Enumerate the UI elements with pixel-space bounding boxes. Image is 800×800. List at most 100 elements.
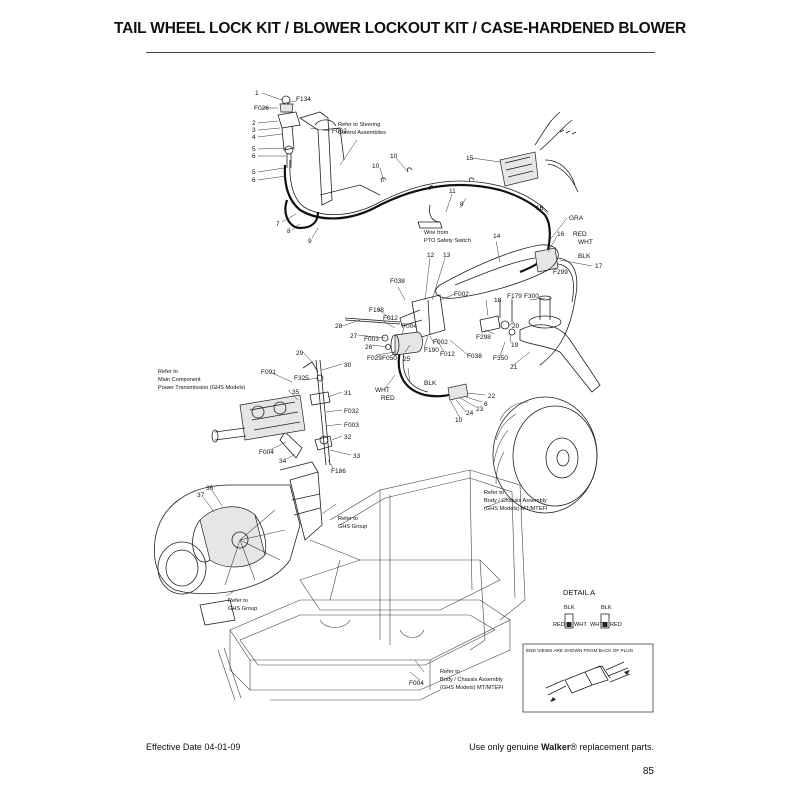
end-views-frame (522, 643, 654, 713)
callout: 26 (365, 344, 373, 351)
title-rule (146, 52, 655, 53)
callout: 12 (427, 252, 435, 259)
detail-a-red-left: RED (553, 622, 565, 628)
detail-a-title: DETAIL A (563, 588, 595, 597)
callout: F299 (553, 269, 568, 276)
note-ghs2-line2: GHS Group (228, 606, 257, 612)
callout: 32 (344, 434, 352, 441)
callout: 35 (292, 389, 300, 396)
note-chassis2-line2: Body / Chassis Assembly (440, 677, 503, 683)
callout: 6 (252, 153, 256, 160)
footer-prefix: Use only genuine (469, 742, 542, 752)
callout: F350 (493, 355, 508, 362)
callout: F012 (440, 351, 455, 358)
callout: 36 (206, 485, 214, 492)
detail-a-wht-left: WHT (574, 622, 587, 628)
end-views-wire-left (545, 679, 567, 696)
chassis-frame-drawing (217, 469, 526, 701)
callout: F134 (296, 96, 311, 103)
blower-lockout-drawing (211, 359, 333, 466)
callout: F091 (261, 369, 276, 376)
callout: 37 (197, 492, 205, 499)
end-views-box: END VIEWS ARE SHOWN FROM BACK OF PLUG (522, 643, 654, 713)
note-steering-line1: Refer to Steering (338, 122, 380, 128)
wire-harness-drawing (283, 111, 579, 401)
callout: F038 (390, 278, 405, 285)
callout: GRA (569, 215, 584, 222)
end-views-plug-drawing (564, 665, 611, 694)
callout: 31 (344, 390, 352, 397)
detail-a-plug-right-inner (602, 622, 608, 627)
note-chassis2-line3: (GHS Models) MT/MTEFI (440, 685, 504, 691)
switch-assembly-drawing (277, 95, 475, 206)
callout: 6 (484, 401, 488, 408)
callout: 24 (466, 410, 474, 417)
detail-a-plug-right (600, 613, 610, 629)
callout: 14 (493, 233, 501, 240)
footer-brand: Walker (541, 742, 571, 752)
callout: 2 (252, 120, 256, 127)
callout: RED (573, 231, 587, 238)
note-maincomp-line2: Main Component (158, 377, 201, 383)
callout: 1 (255, 90, 259, 97)
effective-date: Effective Date 04-01-09 (146, 742, 241, 752)
callout: WHT (375, 387, 390, 394)
callout: 17 (595, 263, 603, 270)
callout: 33 (353, 453, 361, 460)
page-title: TAIL WHEEL LOCK KIT / BLOWER LOCKOUT KIT… (113, 20, 687, 37)
callout: F186 (331, 468, 346, 475)
callout: F002 (332, 128, 347, 135)
callout: F050 (382, 355, 397, 362)
note-chassis1-line1: Refer to (484, 490, 504, 496)
callout: 20 (512, 323, 520, 330)
callout: F325 (294, 375, 309, 382)
page-number: 85 (642, 766, 654, 777)
callout: F198 (369, 307, 384, 314)
tail-wheel-drawing (492, 396, 598, 514)
callout: 16 (557, 231, 565, 238)
note-chassis2-line1: Refer to (440, 669, 460, 675)
callout: 10 (372, 163, 380, 170)
note-chassis1-line3: (GHS Models) MT/MTEFI (484, 506, 548, 512)
end-views-arrow-right (624, 670, 630, 675)
end-views-wire-right (605, 661, 631, 683)
detail-a-blk-right: BLK (601, 605, 612, 611)
reference-notes: Refer to Steering Control Assemblies Wir… (158, 122, 548, 691)
callout: 15 (466, 155, 474, 162)
callout: 34 (279, 458, 287, 465)
callout: 10 (390, 153, 398, 160)
callout: 5 (252, 169, 256, 176)
callout: 23 (476, 406, 484, 413)
callout: 30 (344, 362, 352, 369)
callout-labels: 1 F134 F026 2 3 4 5 6 5 6 F002 7 8 9 10 … (197, 90, 603, 687)
callout: F003 (364, 336, 379, 343)
callout: 27 (350, 333, 358, 340)
callout: F012 (383, 315, 398, 322)
callout: 9 (308, 238, 312, 245)
callout: 3 (252, 127, 256, 134)
detail-a-plug-left (564, 613, 574, 629)
end-views-label: END VIEWS ARE SHOWN FROM BACK OF PLUG (526, 648, 634, 653)
callout: BLK (578, 253, 591, 260)
note-maincomp-line3: Power Transmission (GHS Models) (158, 385, 245, 391)
footer-note: Use only genuine Walker® replacement par… (469, 742, 654, 752)
end-views-arrow-left (550, 697, 556, 702)
tail-wheel-lock-drawing (344, 244, 601, 393)
callout: 28 (335, 323, 343, 330)
note-ghs2-line1: Refer to (228, 598, 248, 604)
detail-a-blk-left: BLK (564, 605, 575, 611)
callout: F190 (424, 347, 439, 354)
note-steering-line2: Control Assemblies (338, 130, 386, 136)
callout: 22 (488, 393, 496, 400)
callout: 8 (460, 201, 464, 208)
leader-lines (202, 92, 593, 681)
callout: 19 (511, 342, 519, 349)
detail-a: DETAIL A BLK BLK RED WHT WHT RED (553, 588, 622, 629)
callout: F300 (524, 293, 539, 300)
detail-a-wht-right: WHT (590, 622, 603, 628)
callout: F004 (402, 323, 417, 330)
note-ghs1-line1: Refer to (338, 516, 358, 522)
detail-a-plug-left-inner (566, 622, 572, 627)
callout: 25 (403, 356, 411, 363)
callout: F004 (259, 449, 274, 456)
